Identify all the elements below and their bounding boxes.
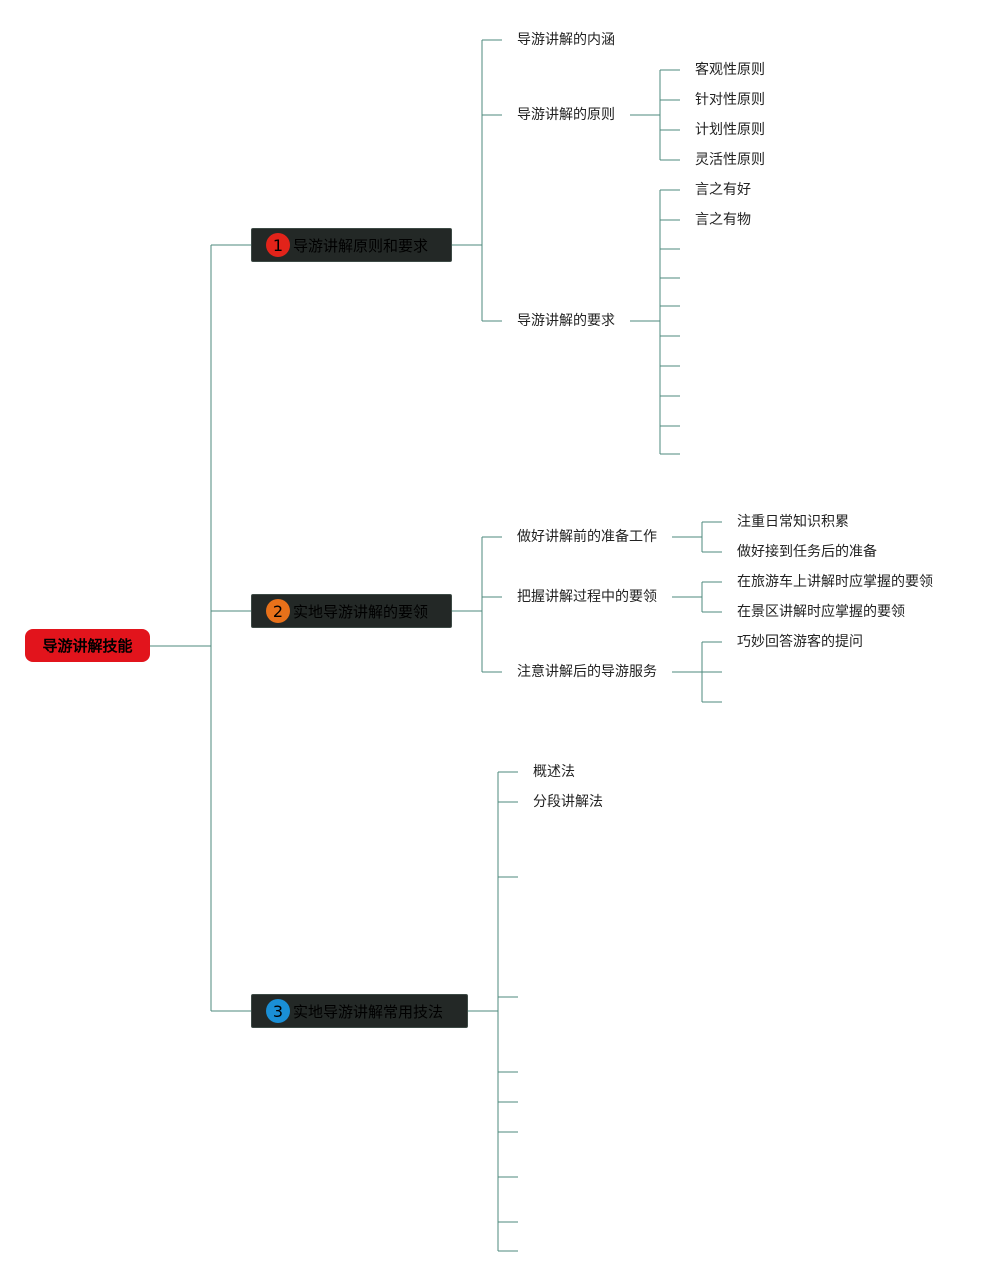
branch-node-2[interactable]: 2 实地导游讲解的要领 [251,594,452,628]
topic-requirements[interactable]: 导游讲解的要求 [517,313,615,329]
topic-preparation[interactable]: 做好讲解前的准备工作 [517,529,657,545]
technique-overview[interactable]: 概述法 [533,764,575,780]
topic-process[interactable]: 把握讲解过程中的要领 [517,589,657,605]
process-item-2[interactable]: 在景区讲解时应掌握的要领 [737,604,905,620]
root-node[interactable]: 导游讲解技能 [25,629,150,662]
prep-item-2[interactable]: 做好接到任务后的准备 [737,544,877,560]
requirement-2[interactable]: 言之有物 [695,212,751,228]
branch-label-2: 实地导游讲解的要领 [293,602,429,621]
branch2-connector [452,536,502,673]
principle-planned[interactable]: 计划性原则 [695,122,765,138]
number-badge-2: 2 [266,599,290,623]
principle-targeted[interactable]: 针对性原则 [695,92,765,108]
topic-principles[interactable]: 导游讲解的原则 [517,107,615,123]
prep-connector [672,521,722,553]
process-connector [672,581,722,613]
process-item-1[interactable]: 在旅游车上讲解时应掌握的要领 [737,574,933,590]
principle-objective[interactable]: 客观性原则 [695,62,765,78]
branch-node-3[interactable]: 3 实地导游讲解常用技法 [251,994,468,1028]
branch3-connector [468,771,518,1252]
branch-label-3: 实地导游讲解常用技法 [293,1002,444,1021]
prep-item-1[interactable]: 注重日常知识积累 [737,514,849,530]
principles-connector [630,69,680,161]
technique-segmented[interactable]: 分段讲解法 [533,794,603,810]
root-connector [150,244,251,1012]
after-item-1[interactable]: 巧妙回答游客的提问 [737,634,863,650]
branch1-connector [452,39,502,322]
topic-connotation[interactable]: 导游讲解的内涵 [517,32,615,48]
number-badge-1: 1 [266,233,290,257]
requirement-1[interactable]: 言之有好 [695,182,751,198]
after-connector [672,641,722,703]
requirements-connector [630,189,680,455]
topic-after-service[interactable]: 注意讲解后的导游服务 [517,664,657,680]
branch-node-1[interactable]: 1 导游讲解原则和要求 [251,228,452,262]
number-badge-3: 3 [266,999,290,1023]
principle-flexible[interactable]: 灵活性原则 [695,152,765,168]
branch-label-1: 导游讲解原则和要求 [293,236,429,255]
